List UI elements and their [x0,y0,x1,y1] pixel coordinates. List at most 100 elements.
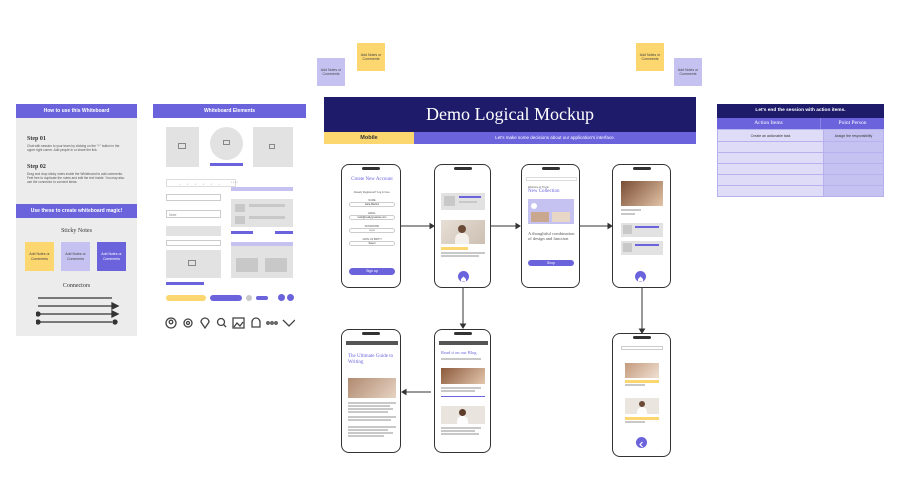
image-icon [223,140,230,145]
name-field[interactable]: Jiara Martins [349,202,395,207]
person-cell[interactable]: Assign the responsibility [823,129,884,142]
phone-create-account: Create New Account Already Registered? L… [341,164,401,288]
person-cell[interactable] [823,174,884,186]
square-placeholder[interactable] [253,127,293,167]
social-icon[interactable] [278,294,285,301]
sticky-note[interactable]: Add Notes or Comments [317,58,345,86]
article-line [348,419,391,421]
grid-head [231,242,293,246]
result-photo[interactable] [625,363,659,378]
home-icon [638,276,643,282]
selected-row[interactable] [231,187,293,191]
home-button[interactable] [458,271,469,282]
tab-right[interactable] [275,231,293,234]
feed-caption [441,247,468,250]
image-placeholder-2[interactable] [166,250,221,278]
sample-sticky-purple[interactable]: Add Notes or Comments [97,242,126,271]
phone-article: The Ultimate Guide to Writing [341,329,401,453]
dropdown[interactable] [166,194,221,201]
pagination[interactable]: ‹ • • • • › [166,179,236,187]
circle-placeholder[interactable] [210,127,243,160]
product-row[interactable] [621,241,663,255]
phone-results [612,333,671,457]
code-dots: • • • • [231,180,238,184]
action-cell[interactable] [717,163,824,175]
person-body [637,407,647,414]
table-row [717,152,884,164]
hero-photo[interactable] [621,181,663,206]
grid-cell [236,258,258,272]
banner: Demo Logical Mockup [324,97,696,132]
sticky-note[interactable]: Add Notes or Comments [636,43,664,71]
back-icon [639,441,643,448]
article-line [348,429,388,431]
person-cell[interactable] [823,163,884,175]
phone-blog: Read it on our Blog [434,329,491,453]
email-field[interactable]: hello@reallygreatsite.com [349,215,395,220]
sticky-note[interactable]: Add Notes or Comments [674,58,702,86]
caption-bar [210,163,243,166]
toggle-dot[interactable] [246,295,252,301]
feed-photo[interactable] [441,220,485,244]
action-cell[interactable] [717,185,824,197]
search-field[interactable]: Note [166,210,221,218]
collection-title: New Collection [528,189,560,194]
list-block[interactable] [231,199,293,227]
tab-active[interactable] [231,231,253,234]
mobile-label: Mobile [324,132,414,144]
how-to-title: How to use this Whiteboard [16,104,137,118]
search-bar[interactable] [621,346,663,350]
action-cell[interactable] [717,152,824,164]
phone-collection: Welcome to Thynk New Collection A though… [521,164,580,288]
product-row[interactable] [621,223,663,237]
password-field[interactable]: •••••• [349,228,395,233]
product-thumb [623,243,632,252]
action-cell[interactable] [717,174,824,186]
sample-sticky-yellow[interactable]: Add Notes or Comments [25,242,54,271]
collection-card[interactable] [528,199,574,224]
sticky-note[interactable]: Add Notes or Comments [357,43,385,71]
image-placeholder[interactable] [166,127,199,167]
action-cell[interactable] [717,141,824,153]
phone-nav-bar[interactable] [439,341,488,345]
feed-line [441,255,479,257]
action-cell[interactable]: Create an actionable task [717,129,824,142]
purple-pill[interactable] [210,295,242,301]
list-thumb [235,204,245,212]
list-line [249,204,285,207]
facebook-icon[interactable] [287,294,294,301]
dob-field[interactable]: Select [349,241,395,246]
person-cell[interactable] [823,152,884,164]
signup-button[interactable]: Sign up [349,268,395,275]
feed-card[interactable] [441,193,485,210]
blog-line [441,387,481,389]
list-line [249,216,285,219]
sample-sticky-lavender[interactable]: Add Notes or Comments [61,242,90,271]
person-cell[interactable] [823,141,884,153]
refresh-field[interactable] [166,240,221,246]
home-button[interactable] [635,271,646,282]
article-photo[interactable] [348,378,396,398]
step2-title: Step 02 [27,164,46,170]
step1-text: Chat with session to your team by clicki… [27,144,120,152]
field-label: EMAIL [368,212,376,215]
blog-photo-2[interactable] [441,406,485,424]
phone-nav-bar[interactable] [346,341,398,345]
blog-photo[interactable] [441,368,485,384]
image-icon [269,144,275,149]
blog-line [441,427,481,429]
table-row [717,163,884,175]
yellow-pill[interactable] [166,295,206,301]
back-button[interactable] [636,437,647,448]
toggle-switch[interactable] [256,296,268,300]
connector-samples[interactable] [36,294,120,328]
banner-subtitle: Let's make some decisions about our appl… [414,132,696,144]
result-photo-2[interactable] [625,398,659,414]
blog-title: Read it on our Blog [441,350,477,355]
phone-products [612,164,671,288]
feed-line [441,252,485,254]
shop-button[interactable]: Shop [528,260,574,266]
person-cell[interactable] [823,185,884,197]
grid-block[interactable] [231,242,293,278]
phone-nav-bar[interactable] [526,177,577,181]
